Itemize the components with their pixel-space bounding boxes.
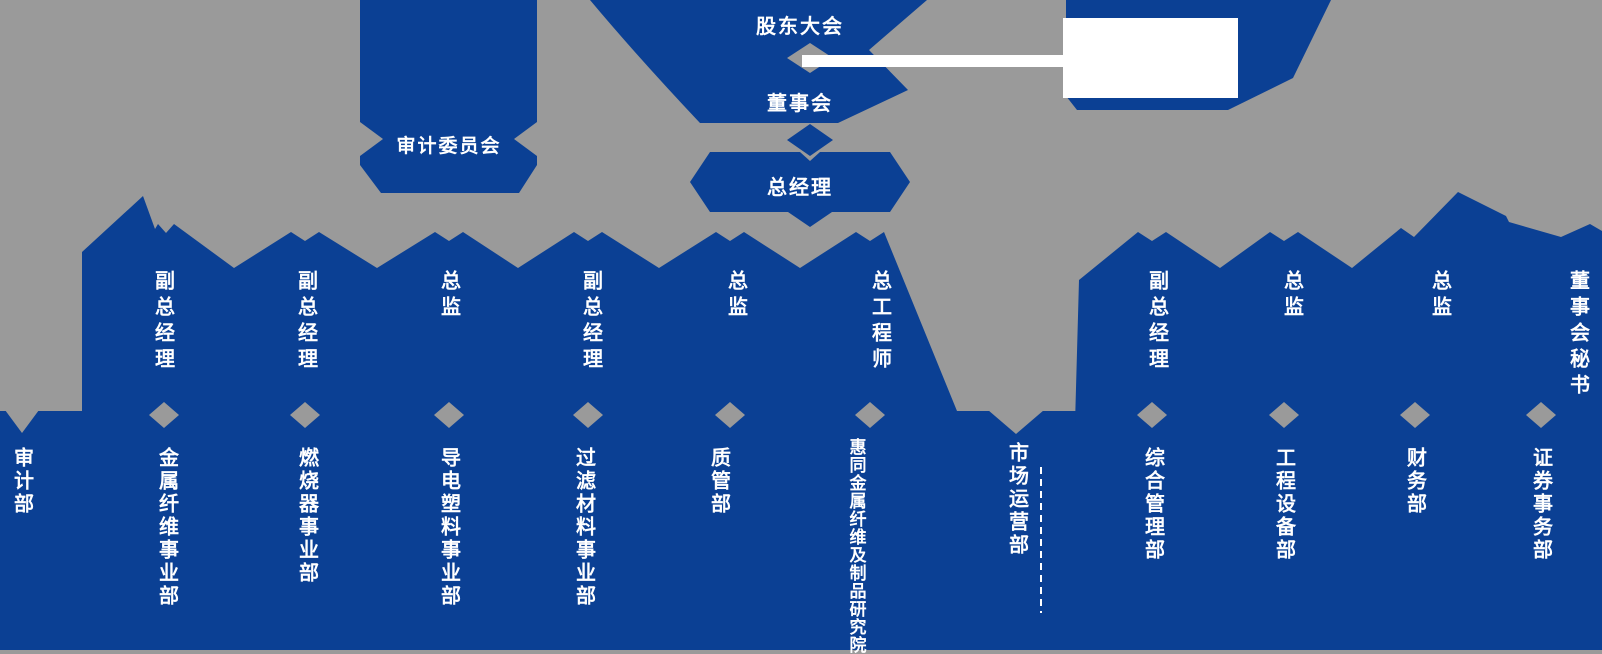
connector-diamond bbox=[715, 402, 745, 428]
connector-diamond bbox=[1400, 402, 1430, 428]
redacted-label-box bbox=[1063, 18, 1238, 98]
title-vice-gm-2: 副总经理 bbox=[294, 270, 317, 374]
connector-diamond-board-gm bbox=[787, 124, 833, 156]
dept-securities-affairs: 证券事务部 bbox=[1529, 447, 1552, 562]
connector-diamond bbox=[573, 402, 603, 428]
dept-market-operation: 市场运营部 bbox=[1005, 442, 1028, 557]
connector-diamond bbox=[1269, 402, 1299, 428]
dept-research-institute: 惠同金属纤维及制品研究院 bbox=[846, 438, 866, 654]
connector-diamond bbox=[434, 402, 464, 428]
title-vice-gm-1: 副总经理 bbox=[151, 270, 174, 374]
title-director-1: 总监 bbox=[437, 270, 460, 322]
title-director-3: 总监 bbox=[1280, 270, 1303, 322]
notch-market-dept bbox=[988, 410, 1044, 434]
white-connector-line bbox=[802, 55, 1063, 67]
dept-metal-fiber: 金属纤维事业部 bbox=[155, 447, 178, 608]
title-vice-gm-3: 副总经理 bbox=[579, 270, 602, 374]
dept-burner: 燃烧器事业部 bbox=[295, 447, 318, 585]
title-vice-gm-4: 副总经理 bbox=[1145, 270, 1168, 374]
dept-quality: 质管部 bbox=[707, 447, 730, 516]
title-chief-engineer: 总工程师 bbox=[868, 270, 891, 374]
connector-diamond bbox=[855, 402, 885, 428]
dept-general-admin: 综合管理部 bbox=[1141, 447, 1164, 562]
shape-shareholders-board bbox=[590, 0, 927, 123]
node-general-manager: 总经理 bbox=[767, 177, 833, 199]
title-director-2: 总监 bbox=[724, 270, 747, 322]
dept-audit: 审计部 bbox=[10, 447, 33, 516]
title-board-secretary: 董事会秘书 bbox=[1566, 270, 1589, 400]
connector-diamond bbox=[290, 402, 320, 428]
node-shareholders-meeting: 股东大会 bbox=[756, 16, 844, 38]
connector-diamond bbox=[1526, 402, 1556, 428]
shape-general-manager bbox=[690, 152, 910, 212]
notch-audit-dept bbox=[5, 410, 39, 433]
connector-diamond bbox=[149, 402, 179, 428]
connector-diamond bbox=[1137, 402, 1167, 428]
connector-diamond-gm-band bbox=[788, 198, 832, 227]
dept-filter-material: 过滤材料事业部 bbox=[572, 447, 595, 608]
dept-finance: 财务部 bbox=[1403, 447, 1426, 516]
dept-engineering-equipment: 工程设备部 bbox=[1272, 447, 1295, 562]
shape-audit-committee bbox=[360, 0, 537, 193]
shape-right-band bbox=[1075, 192, 1602, 424]
node-audit-committee: 审计委员会 bbox=[396, 136, 502, 157]
title-director-4: 总监 bbox=[1428, 270, 1451, 322]
dept-conductive-plastic: 导电塑料事业部 bbox=[437, 447, 460, 608]
node-board-of-directors: 董事会 bbox=[767, 93, 833, 115]
shape-left-band-and-bottom-mass bbox=[0, 196, 1602, 650]
